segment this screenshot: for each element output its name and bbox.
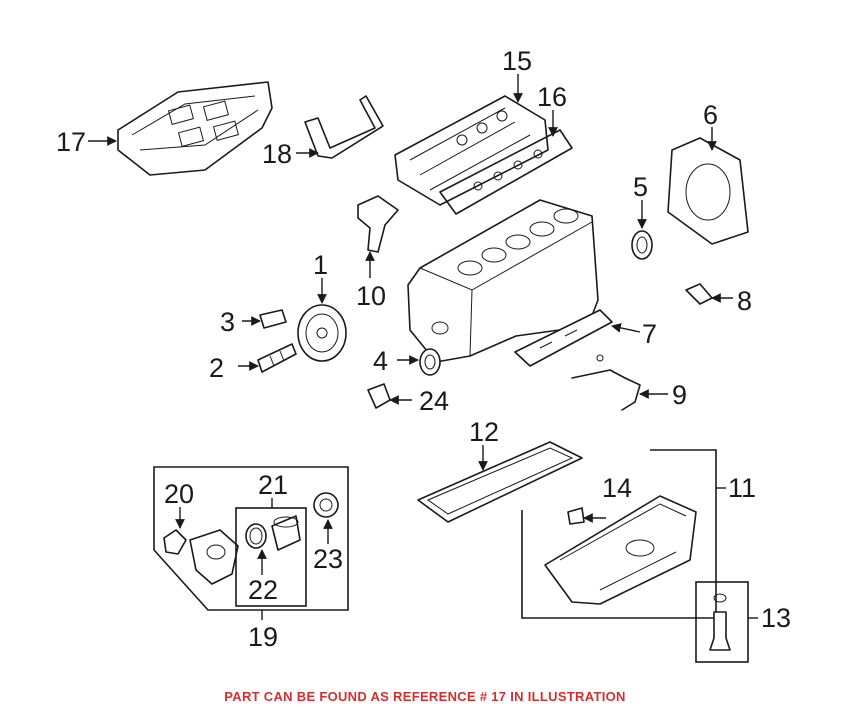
callout-11: 11 bbox=[728, 473, 756, 503]
filter-cap-part bbox=[313, 492, 339, 518]
valve-cover-gasket-part bbox=[439, 129, 573, 215]
valve-cover-part bbox=[394, 95, 549, 206]
callout-15: 15 bbox=[502, 46, 532, 76]
oil-filter-housing-part bbox=[189, 529, 239, 585]
callout-3: 3 bbox=[220, 307, 235, 337]
callout-14: 14 bbox=[602, 473, 632, 503]
oil-pressure-switch-part bbox=[367, 383, 391, 409]
drain-plug-part bbox=[567, 507, 585, 525]
group-box-21 bbox=[235, 507, 307, 607]
oil-level-sensor-part bbox=[709, 593, 731, 651]
callout-1: 1 bbox=[313, 250, 328, 280]
callout-19: 19 bbox=[248, 622, 278, 652]
callout-23: 23 bbox=[313, 544, 343, 574]
callout-5: 5 bbox=[633, 172, 648, 202]
callout-8: 8 bbox=[737, 286, 752, 316]
group-box-13 bbox=[695, 581, 749, 663]
callout-20: 20 bbox=[164, 479, 194, 509]
sensor-wire-part bbox=[571, 354, 641, 411]
crankshaft-pulley-part bbox=[297, 304, 347, 362]
crank-bolt-part bbox=[257, 343, 297, 373]
callout-9: 9 bbox=[672, 380, 687, 410]
oil-filter-part bbox=[271, 515, 301, 551]
callout-24: 24 bbox=[419, 386, 449, 416]
rear-seal-part bbox=[631, 230, 653, 260]
callout-10: 10 bbox=[356, 281, 386, 311]
reference-note: PART CAN BE FOUND AS REFERENCE # 17 IN I… bbox=[224, 689, 626, 704]
callout-17: 17 bbox=[56, 127, 86, 157]
callout-7: 7 bbox=[642, 319, 657, 349]
rear-cover-part bbox=[667, 137, 749, 245]
oil-pan-gasket-part bbox=[417, 441, 583, 523]
callout-6: 6 bbox=[703, 100, 718, 130]
callout-22: 22 bbox=[248, 575, 278, 605]
callout-16: 16 bbox=[537, 82, 567, 112]
front-seal-part bbox=[419, 348, 441, 376]
camshaft-sensor-part bbox=[357, 195, 399, 253]
gasket-strip-part bbox=[304, 95, 384, 159]
callout-2: 2 bbox=[209, 353, 224, 383]
leader-7 bbox=[611, 323, 641, 333]
crankshaft-sensor-part bbox=[685, 283, 713, 305]
callout-21: 21 bbox=[258, 470, 288, 500]
oil-pan-part bbox=[544, 495, 697, 605]
engine-block-part bbox=[407, 199, 599, 363]
o-ring-part bbox=[245, 523, 267, 549]
callout-4: 4 bbox=[373, 346, 388, 376]
callout-12: 12 bbox=[469, 417, 499, 447]
baffle-plate-part bbox=[514, 309, 613, 367]
callout-13: 13 bbox=[761, 603, 791, 633]
bracket-part bbox=[163, 529, 187, 555]
callout-18: 18 bbox=[262, 139, 292, 169]
pulley-bolt-part bbox=[259, 309, 287, 329]
group-box-19 bbox=[153, 466, 349, 611]
engine-cover-part bbox=[117, 81, 273, 176]
